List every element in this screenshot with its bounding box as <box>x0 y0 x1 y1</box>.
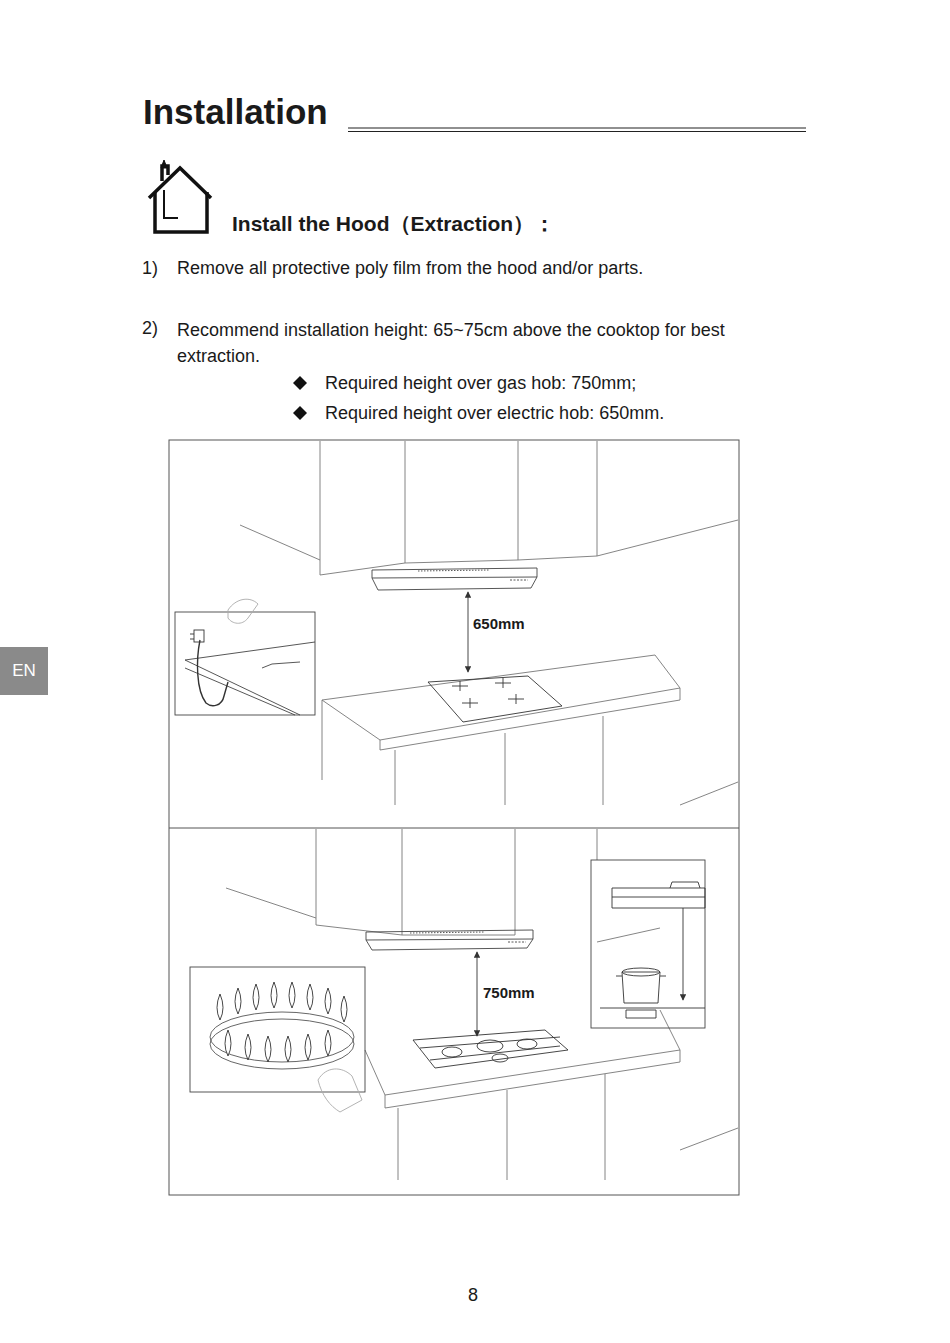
figure-frame <box>169 440 739 1195</box>
page-number: 8 <box>468 1284 478 1307</box>
instruction-text: Recommend installation height: 65~75cm a… <box>177 317 787 369</box>
gas-hob-scene <box>190 829 738 1180</box>
list-number: 1) <box>142 257 158 280</box>
tab-text: EN <box>12 661 36 681</box>
bullet-text: Required height over gas hob: 750mm; <box>325 372 636 395</box>
dimension-label: 750mm <box>483 984 535 1003</box>
instruction-text: Remove all protective poly film from the… <box>177 257 643 280</box>
house-icon <box>149 160 211 232</box>
bullet-text: Required height over electric hob: 650mm… <box>325 402 664 425</box>
bullet-diamond <box>293 376 307 420</box>
page-title: Installation <box>143 92 328 132</box>
dimension-label: 650mm <box>473 615 525 634</box>
electric-hob-scene <box>175 441 738 805</box>
title-rule <box>348 128 806 132</box>
language-tab: EN <box>0 647 48 695</box>
language-tab <box>0 647 48 695</box>
list-number: 2) <box>142 317 158 340</box>
section-heading: Install the Hood（Extraction）： <box>232 211 555 237</box>
